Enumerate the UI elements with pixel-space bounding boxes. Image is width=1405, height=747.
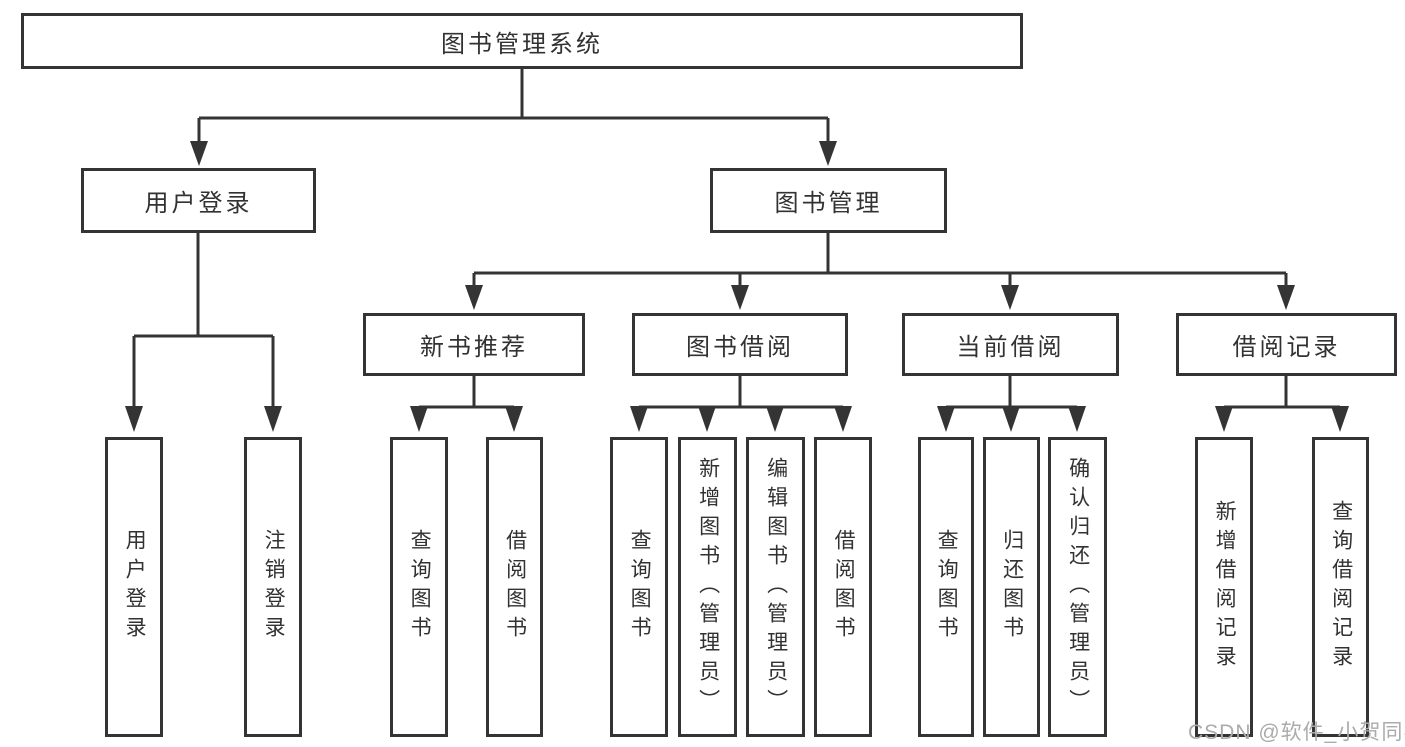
watermark: CSDN @软件_小贺同学 [1188,721,1405,744]
arrowhead-icon [766,406,784,432]
leaf-user-login: 用户登录 [105,437,163,737]
node-root-label: 图书管理系统 [441,30,603,58]
arrowhead-icon [1002,406,1020,432]
node-user-login-label: 用户登录 [144,190,253,217]
arrowhead-icon [731,285,749,310]
node-book-management: 图书管理 [710,168,947,233]
leaf-nb-query-books: 查询图书 [390,437,448,737]
node-root: 图书管理系统 [21,13,1023,69]
leaf-bb-query-books: 查询图书 [610,437,668,737]
node-current-borrowing: 当前借阅 [902,313,1119,376]
connector-book-management-to-level3 [472,233,1288,286]
arrowhead-icon [1001,285,1019,310]
arrowhead-icon [264,406,282,432]
arrowhead-icon [630,406,648,432]
arrowhead-icon [1277,285,1295,310]
node-borrowing-records: 借阅记录 [1176,313,1397,376]
node-book-borrowing-label: 图书借阅 [686,334,794,361]
leaf-br-query-record-label: 查询借阅记录 [1329,500,1353,674]
arrowhead-icon [505,406,523,432]
leaf-cb-return-books-label: 归还图书 [1000,529,1024,645]
leaf-br-add-record: 新增借阅记录 [1195,437,1253,737]
arrowhead-icon [1331,406,1349,432]
arrowhead-icon [1068,406,1086,432]
connector-book-borrow-branch [637,376,845,410]
node-borrowing-records-label: 借阅记录 [1232,334,1341,361]
leaf-bb-add-books-admin: 新增图书（管理员） [678,437,737,737]
leaf-cb-query-books: 查询图书 [918,437,974,737]
arrowhead-icon [465,285,483,310]
node-current-borrowing-label: 当前借阅 [956,334,1065,361]
leaf-bb-edit-books-admin-label: 编辑图书（管理员） [764,456,788,718]
node-new-book-recommendation: 新书推荐 [363,313,585,376]
leaf-nb-borrow-books-label: 借阅图书 [503,529,527,645]
leaf-bb-borrow-books-label: 借阅图书 [832,529,856,645]
connector-root-to-level2 [197,69,830,142]
leaf-bb-add-books-admin-label: 新增图书（管理员） [696,456,720,718]
arrowhead-icon [410,406,428,432]
arrowhead-icon [190,141,208,166]
connector-user-login-branch [132,233,275,408]
leaf-br-add-record-label: 新增借阅记录 [1213,500,1237,674]
leaf-nb-query-books-label: 查询图书 [408,529,432,645]
leaf-br-query-record: 查询借阅记录 [1312,437,1369,737]
arrowhead-icon [1215,406,1233,432]
leaf-cb-confirm-return-admin-label: 确认归还（管理员） [1066,456,1090,718]
node-book-management-label: 图书管理 [774,190,883,217]
leaf-logout: 注销登录 [244,437,302,737]
arrowhead-icon [937,406,955,432]
arrowhead-icon [834,406,852,432]
connector-new-book-branch [417,376,516,410]
leaf-bb-edit-books-admin: 编辑图书（管理员） [746,437,805,737]
leaf-logout-label: 注销登录 [262,529,286,645]
node-new-book-recommendation-label: 新书推荐 [420,334,528,361]
leaf-cb-confirm-return-admin: 确认归还（管理员） [1048,437,1107,737]
leaf-cb-query-books-label: 查询图书 [935,529,959,645]
connector-current-borrow-branch [944,376,1079,410]
leaf-bb-query-books-label: 查询图书 [628,529,652,645]
leaf-bb-borrow-books: 借阅图书 [814,437,872,737]
arrowhead-icon [125,406,143,432]
node-user-login: 用户登录 [81,168,316,233]
arrowhead-icon [819,141,837,166]
leaf-cb-return-books: 归还图书 [983,437,1040,737]
connector-borrow-record-branch [1222,376,1342,410]
node-book-borrowing: 图书借阅 [632,313,848,376]
leaf-user-login-label: 用户登录 [123,529,147,645]
leaf-nb-borrow-books: 借阅图书 [486,437,543,737]
arrowhead-icon [698,406,716,432]
